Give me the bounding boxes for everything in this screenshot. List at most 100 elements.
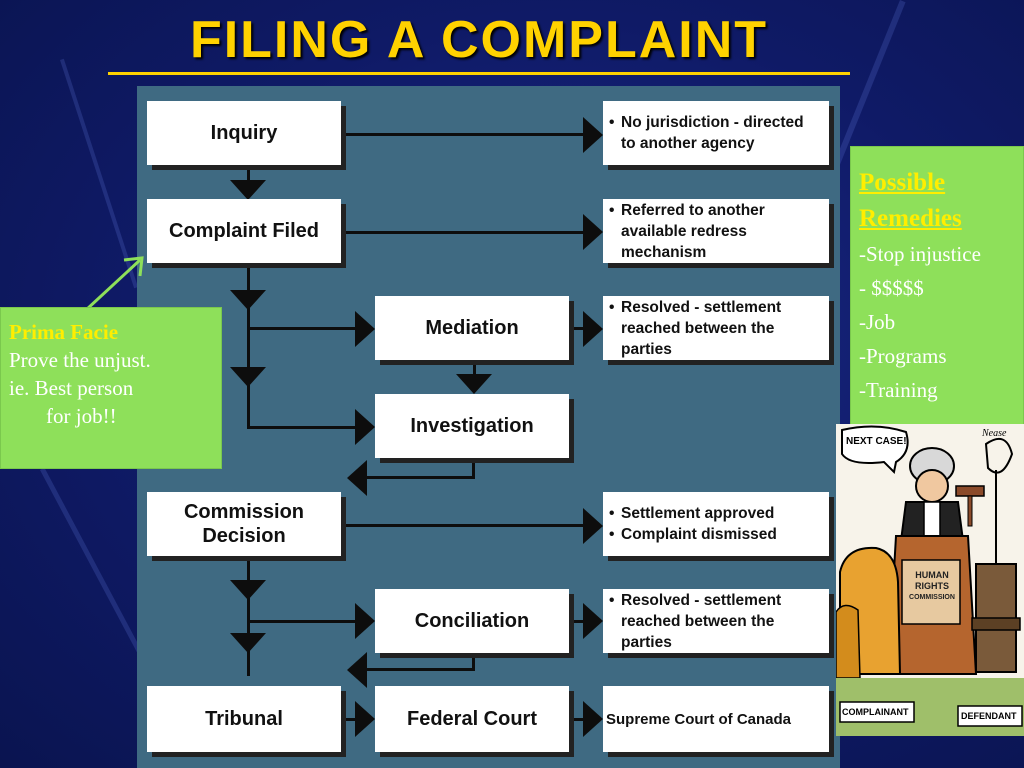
arrow-down-icon (230, 580, 266, 600)
arrow-right-icon (583, 214, 603, 250)
outcome-text: parties (621, 633, 672, 651)
supreme-court-outcome: Supreme Court of Canada (603, 686, 829, 752)
outcome-text: available redress (621, 222, 747, 240)
outcome-text: mechanism (621, 243, 707, 261)
arrow-down-icon (456, 374, 492, 394)
possible-remedies-box: Possible Remedies -Stop injustice - $$$$… (850, 146, 1024, 426)
pointer-arrow-icon (84, 256, 144, 312)
arrow-right-icon (355, 409, 375, 445)
connector-line (570, 718, 585, 721)
remedy-item: -Stop injustice (859, 242, 981, 266)
conciliation-resolved-outcome: •Resolved - settlement reached between t… (603, 589, 829, 653)
outcome-text: Referred to another (621, 201, 765, 219)
tribunal-label: Tribunal (205, 708, 283, 730)
prima-facie-line: Prove the unjust. (9, 348, 151, 372)
mediation-resolved-outcome: •Resolved - settlement reached between t… (603, 296, 829, 360)
outcome-text: Complaint dismissed (621, 526, 777, 543)
outcome-text: reached between the (621, 612, 775, 630)
arrow-right-icon (583, 701, 603, 737)
arrow-right-icon (355, 311, 375, 347)
tribunal-box: Tribunal (147, 686, 341, 752)
arrow-right-icon (355, 701, 375, 737)
outcome-text: No jurisdiction - directed (621, 114, 804, 131)
mediation-box: Mediation (375, 296, 569, 360)
connector-line (247, 620, 357, 623)
connector-line (473, 360, 476, 376)
outcome-text: Resolved - settlement (621, 298, 782, 316)
commission-decision-box: Commission Decision (147, 492, 341, 556)
remedies-heading-line2: Remedies (859, 205, 962, 232)
mediation-label: Mediation (425, 317, 519, 339)
complaint-filed-box: Complaint Filed (147, 199, 341, 263)
arrow-left-icon (347, 652, 367, 688)
arrow-down-icon (230, 180, 266, 200)
connector-line (247, 165, 250, 183)
investigation-label: Investigation (410, 415, 534, 437)
connector-line (247, 598, 250, 633)
connector-line (247, 327, 357, 330)
supreme-court-label: Supreme Court of Canada (606, 710, 792, 728)
connector-line (472, 458, 475, 478)
arrow-right-icon (583, 311, 603, 347)
remedy-item: - $$$$$ (859, 276, 924, 300)
connector-line (472, 655, 475, 670)
cartoon-desk-label: HUMAN RIGHTS COMMISSION (904, 570, 960, 603)
arrow-right-icon (583, 117, 603, 153)
decision-outcome: •Settlement approved •Complaint dismisse… (603, 492, 829, 556)
connector-line (247, 263, 250, 291)
inquiry-box: Inquiry (147, 101, 341, 165)
federal-court-label: Federal Court (406, 708, 538, 730)
no-jurisdiction-outcome: •No jurisdiction - directed to another a… (603, 101, 829, 165)
arrow-right-icon (583, 508, 603, 544)
outcome-text: Settlement approved (621, 505, 775, 522)
prima-facie-box: Prima Facie Prove the unjust. ie. Best p… (0, 307, 222, 469)
outcome-text: parties (621, 340, 672, 358)
inquiry-label: Inquiry (210, 122, 278, 144)
remedy-item: -Job (859, 310, 896, 334)
arrow-right-icon (355, 603, 375, 639)
arrow-down-icon (230, 367, 266, 387)
cartoon-signature: Nease (982, 428, 1007, 439)
cartoon-desk-line1: HUMAN (915, 570, 949, 580)
connector-line (247, 385, 250, 428)
referred-outcome: •Referred to another available redress m… (603, 199, 829, 263)
arrow-left-icon (347, 460, 367, 496)
remedy-item: -Programs (859, 344, 947, 368)
prima-facie-heading: Prima Facie (9, 320, 119, 344)
cartoon-desk-line3: COMMISSION (909, 594, 955, 601)
connector-line (365, 668, 475, 671)
connector-line (570, 620, 585, 623)
cartoon-complainant-label: COMPLAINANT (842, 707, 909, 717)
connector-line (365, 476, 475, 479)
remedy-item: -Training (859, 378, 938, 402)
prima-facie-line: ie. Best person (9, 376, 134, 400)
connector-line (247, 556, 250, 581)
cartoon-illustration (836, 424, 1024, 736)
arrow-right-icon (583, 603, 603, 639)
federal-court-box: Federal Court (375, 686, 569, 752)
connector-line (247, 426, 357, 429)
connector-line (342, 231, 585, 234)
commission-decision-label-line1: Commission (183, 501, 305, 523)
conciliation-box: Conciliation (375, 589, 569, 653)
connector-line (342, 133, 585, 136)
complaint-filed-label: Complaint Filed (169, 220, 319, 242)
connector-line (247, 308, 250, 368)
connector-line (570, 327, 585, 330)
investigation-box: Investigation (375, 394, 569, 458)
cartoon-defendant-label: DEFENDANT (961, 711, 1017, 721)
commission-decision-label-line2: Decision (202, 525, 286, 547)
title-underline (108, 72, 850, 75)
remedies-heading-line1: Possible (859, 169, 946, 196)
connector-line (247, 650, 250, 676)
conciliation-label: Conciliation (414, 610, 530, 632)
cartoon-desk-line2: RIGHTS (914, 581, 949, 591)
arrow-down-icon (230, 633, 266, 653)
outcome-text: reached between the (621, 319, 775, 337)
outcome-text: to another agency (621, 135, 755, 152)
connector-line (342, 524, 585, 527)
arrow-down-icon (230, 290, 266, 310)
connector-line (342, 718, 357, 721)
cartoon-speech-text: NEXT CASE! (846, 436, 907, 447)
prima-facie-line: for job!! (46, 404, 117, 428)
